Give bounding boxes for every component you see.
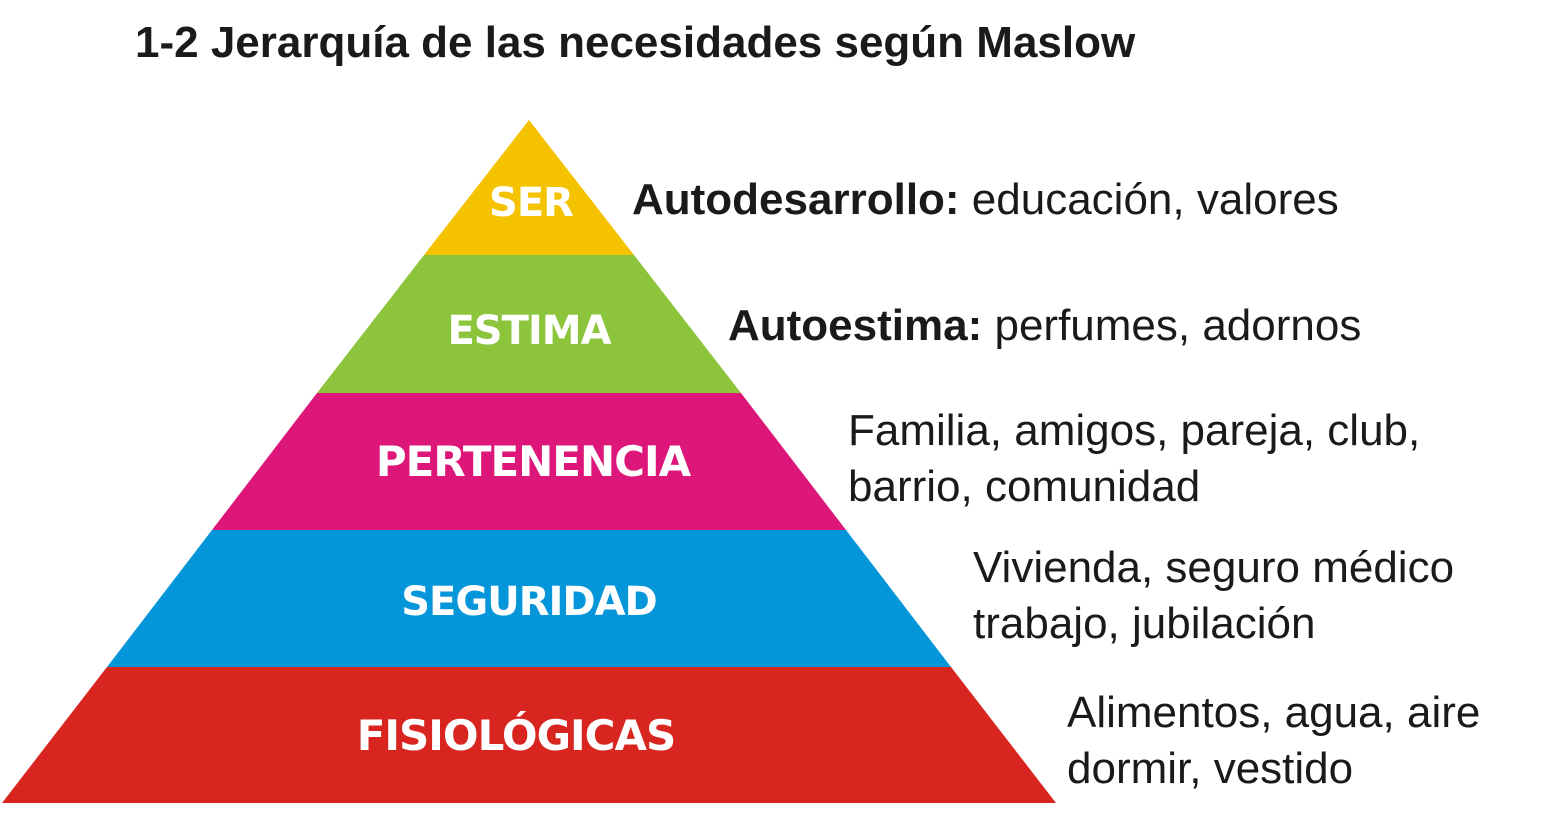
description-fisiologicas: Alimentos, agua, aire dormir, vestido [1067,685,1480,797]
description-line: Familia, amigos, pareja, club, [848,406,1421,455]
description-text: perfumes, adornos [982,301,1362,350]
description-seguridad: Vivienda, seguro médico trabajo, jubilaci… [973,540,1454,652]
pyramid-level-pertenencia [212,393,846,530]
description-line: Alimentos, agua, aire [1067,688,1481,737]
description-pertenencia: Familia, amigos, pareja, club, barrio, co… [848,403,1420,515]
pyramid-level-seguridad [107,530,951,667]
description-heading: Autodesarrollo: [632,175,960,224]
level-label-seguridad: SEGURIDAD [401,579,657,625]
level-label-pertenencia: PERTENENCIA [376,437,692,486]
description-line: dormir, vestido [1067,744,1354,793]
description-ser: Autodesarrollo: educación, valores [632,172,1339,228]
level-label-fisiologicas: FISIOLÓGICAS [357,710,676,760]
description-line: barrio, comunidad [848,462,1201,511]
description-text: educación, valores [959,175,1339,224]
description-estima: Autoestima: perfumes, adornos [728,298,1361,354]
level-label-ser: SER [489,180,573,226]
pyramid-level-fisiologicas [2,667,1056,803]
description-line: Vivienda, seguro médico [973,543,1455,592]
level-label-estima: ESTIMA [447,308,611,354]
pyramid-level-estima [317,255,741,393]
description-line: trabajo, jubilación [973,599,1316,648]
pyramid-level-ser [424,120,634,255]
description-heading: Autoestima: [728,301,983,350]
diagram-title: 1-2 Jerarquía de las necesidades según M… [135,18,1136,67]
